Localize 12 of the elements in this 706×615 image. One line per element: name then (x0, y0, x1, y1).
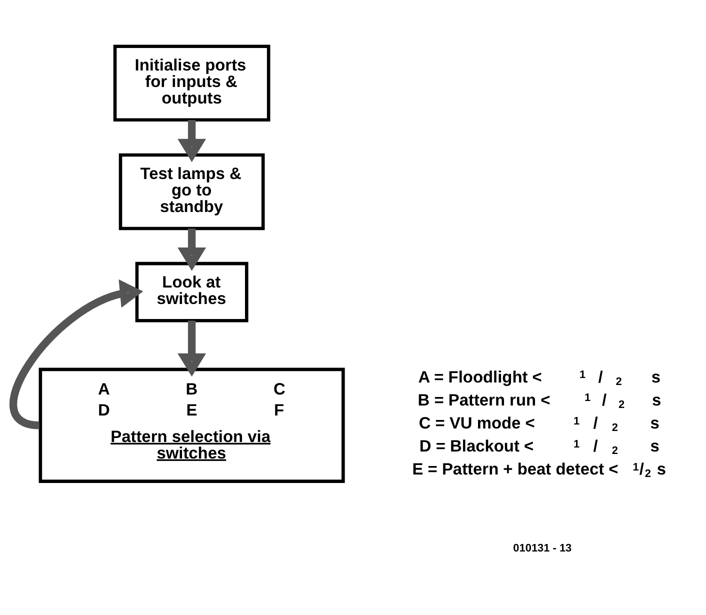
label: D = Blackout < 1/2 s (419, 437, 660, 456)
label: C = VU mode < 1/2 s (418, 414, 660, 434)
node-box: Look at switches (135, 261, 248, 322)
node-box: A B C D E F Pattern selection via switches (38, 367, 345, 482)
arrow (178, 228, 206, 270)
node-box: Test lamps & go to standby (118, 152, 265, 230)
arrow (178, 119, 206, 162)
label: 010131 - 13 (513, 542, 572, 554)
node-box: Initialise ports for inputs & outputs (113, 44, 270, 122)
label: A = Floodlight < 1/2 s (418, 368, 661, 388)
label: B = Pattern run < 1/2 s (418, 391, 662, 410)
arrow (178, 320, 206, 376)
